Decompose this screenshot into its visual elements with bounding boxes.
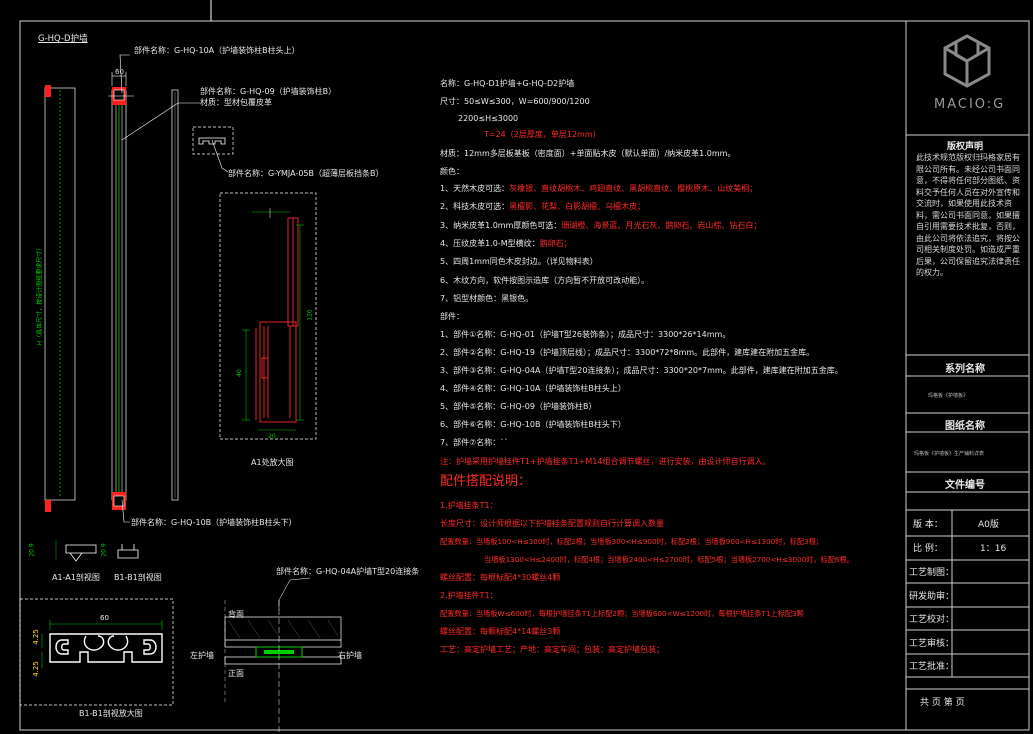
spec-item: 6、木纹方向，软件按图示造库（方向暂不开放可改动能）。 <box>440 276 650 285</box>
spec-part: 2、部件②名称：G-HQ-19（护墙顶层线）；成品尺寸：3300*72*8mm。… <box>440 348 815 357</box>
label-right-panel: 右护墙 <box>338 651 362 660</box>
part-label-bottom: 部件名称：G-HQ-10B（护墙装饰柱B柱头下） <box>131 518 297 527</box>
part-label-material: 材质：型材包覆皮革 <box>200 98 272 107</box>
label-a1-enlarged: A1处放大图 <box>251 458 294 467</box>
label-left-panel: 左护墙 <box>190 651 214 660</box>
spec-item: 4、压纹皮革1.0-M型横纹：鹅卵石； <box>440 239 572 248</box>
spec-part: 4、部件④名称：G-HQ-10A（护墙装饰柱B柱头上） <box>440 384 626 393</box>
spec-part: 3、部件③名称：G-HQ-04A（护墙T型20连接条）；成品尺寸：3300*20… <box>440 366 843 375</box>
dim-120: 120 <box>306 309 314 321</box>
fitting-line: 配置数量：当墙板W≤600时，每根护墙挂条T1上标配2颗；当墙板600<W≤12… <box>440 609 804 618</box>
spec-part: 6、部件⑥名称：G-HQ-10B（护墙装饰柱B柱头下） <box>440 420 626 429</box>
spec-item: 7、铝型材颜色：黑银色。 <box>440 294 534 303</box>
spec-item: 5、四周1mm同色木皮封边。（详见物料表） <box>440 257 598 266</box>
label-b1-section: B1-B1剖视图 <box>114 573 162 582</box>
series-value: 玛格板《护墙板》 <box>928 393 969 399</box>
version-value: A0版 <box>978 520 999 530</box>
dim-60-b: 60 <box>100 614 109 622</box>
part-label-profile: 部件名称：G-YMJA-05B（超薄层板挡条B） <box>228 169 384 178</box>
series-head: 系列名称 <box>945 364 985 375</box>
spec-name: 名称：G-HQ-D1护墙+G-HQ-D2护墙 <box>440 79 575 88</box>
spec-color-head: 颜色： <box>440 167 464 176</box>
row-proof: 工艺校对： <box>909 615 955 625</box>
fitting-line: 螺丝配置：每根标配4*30螺丝4颗 <box>440 573 561 582</box>
scale-label: 比 例： <box>913 544 943 554</box>
fitting-line: 配置数量：当墙板100<H≤300时，标配2根；当墙板300<H≤900时，标配… <box>440 537 823 546</box>
page-count: 共 页 第 页 <box>920 698 965 708</box>
spec-part: 7、部件⑦名称：`` <box>440 438 509 447</box>
file-head: 文件编号 <box>945 480 985 491</box>
part-label-middle: 部件名称：G-HQ-09（护墙装饰柱B） <box>200 87 337 96</box>
dim-425-a: 4.25 <box>31 629 40 645</box>
spec-note: 注：护墙采用护墙挂件T1+护墙挂条T1+M14组合调节螺丝，进行安装，由设计师自… <box>440 457 771 466</box>
fitting-title: 配件搭配说明： <box>440 474 532 489</box>
part-label-connector: 部件名称：G-HQ-04A护墙T型20连接条 <box>276 567 420 576</box>
label-back: 背面 <box>228 610 244 619</box>
spec-part: 5、部件⑤名称：G-HQ-09（护墙装饰柱B） <box>440 402 597 411</box>
spec-size: 尺寸：50≤W≤300，W=600/900/1200 <box>440 97 590 106</box>
brand-logo: MACIO:G <box>934 97 1006 112</box>
spec-thickness: T=24（2层厚度，单层12mm） <box>484 130 601 139</box>
fitting-line: 当墙板1300<H≤2400时，标配4根；当墙板2400<H≤2700时，标配5… <box>484 555 854 564</box>
row-audit: 工艺审核： <box>909 639 955 649</box>
sheet-title: G-HQ-D护墙 <box>38 34 88 44</box>
vertical-dim-note: H（具体尺寸，按设计图纸要求尺寸） <box>36 244 44 346</box>
row-drafting: 工艺制图： <box>909 568 955 578</box>
row-rd-review: 研发助审： <box>909 592 955 602</box>
dim-20: 20 <box>268 433 276 440</box>
spec-item: 3、纳米皮革1.0mm厚颜色可选：珊瑚橙、海景蓝、月光石灰、鹅卵石、岩山棕、钻石… <box>440 221 762 230</box>
copyright-text: 此技术规范版权归玛格家居有限公司所有。未经公司书面同意，不得将任何部分图纸、资料… <box>916 153 1020 277</box>
fitting-line: 工艺：高定护墙工艺；产地：高定车间；包装：高定护墙包装； <box>440 645 664 654</box>
drawing-value: 玛格板《护墙板》生产铺料详表 <box>914 451 985 457</box>
spec-material: 材质：12mm多层板基板（密度面）+单面贴木皮（默认单面）/纳米皮革1.0mm。 <box>440 149 736 158</box>
scale-value: 1：16 <box>980 544 1007 554</box>
spec-height: 2200≤H≤3000 <box>458 114 519 123</box>
spec-item: 2、科技木皮可选：黑檀影、花梨、白影胡檀、乌檀木皮； <box>440 202 646 211</box>
label-a1-section: A1-A1剖视图 <box>52 573 100 582</box>
part-label-top: 部件名称：G-HQ-10A（护墙装饰柱B柱头上） <box>134 46 300 55</box>
dim-20-b: 20.9 <box>100 543 108 557</box>
label-b1-enlarged: B1-B1剖视放大图 <box>79 709 143 718</box>
label-front: 正面 <box>228 669 244 678</box>
spec-item: 1、天然木皮可选：灰橡银、直纹胡桃木、鸡翅直纹、黑胡桃直纹、樱桃原木、山纹美桐； <box>440 184 758 193</box>
row-approve: 工艺批准： <box>909 662 955 672</box>
dim-60: 60 <box>115 68 124 76</box>
dim-425-b: 4.25 <box>31 661 40 677</box>
copyright-title: 版权声明 <box>947 142 984 152</box>
fitting-line: 2.护墙挂件T1： <box>440 591 498 600</box>
fitting-line: 螺丝配置：每颗标配4*14螺丝3颗 <box>440 627 561 636</box>
spec-part: 1、部件①名称：G-HQ-01（护墙T型26装饰条）；成品尺寸：3300*26*… <box>440 330 731 339</box>
dim-20-a: 20.9 <box>28 543 36 557</box>
drawing-head: 图纸名称 <box>945 421 985 432</box>
fitting-line: 长度尺寸：设计师根据以下护墙挂条配置规则自行计算调入数量 <box>440 519 664 528</box>
fitting-line: 1.护墙挂条T1： <box>440 501 498 510</box>
spec-parts-head: 部件： <box>440 312 464 321</box>
version-label: 版 本： <box>913 520 943 530</box>
dim-40: 40 <box>235 369 243 377</box>
